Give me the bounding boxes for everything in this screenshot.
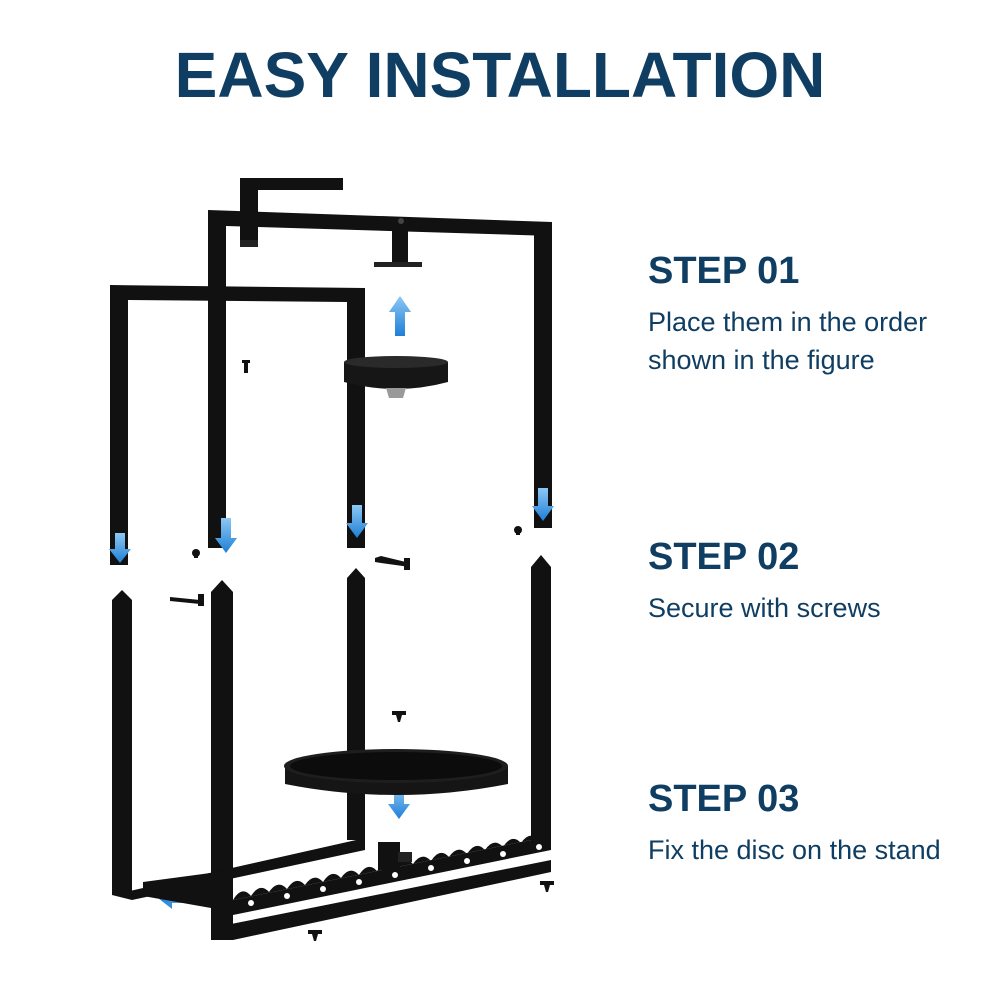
step-01-description-line1: Place them in the order <box>648 307 928 337</box>
arrow-up-icon <box>389 296 411 336</box>
step-01-title: STEP 01 <box>648 250 800 292</box>
small-tray <box>344 356 448 398</box>
step-03: STEP 03 Fix the disc on the stand <box>648 777 993 869</box>
upper-rear-frame <box>208 210 552 548</box>
step-01-description-line2: shown in the figure <box>648 345 875 375</box>
upper-front-frame <box>110 285 365 565</box>
lower-base-frame <box>112 833 551 940</box>
top-hook-bracket <box>240 178 343 247</box>
step-02-title: STEP 02 <box>648 536 800 578</box>
step-02-description: Secure with screws <box>648 593 881 623</box>
step-03-description: Fix the disc on the stand <box>648 835 941 865</box>
step-01: STEP 01 Place them in the order shown in… <box>648 249 993 379</box>
screw-icon <box>170 360 554 941</box>
large-disc-tray <box>284 749 508 795</box>
step-03-title: STEP 03 <box>648 778 800 820</box>
step-02: STEP 02 Secure with screws <box>648 535 993 627</box>
step-01-description: Place them in the order shown in the fig… <box>648 303 993 379</box>
page-title: EASY INSTALLATION <box>174 39 826 111</box>
arrow-down-icon <box>109 488 554 819</box>
